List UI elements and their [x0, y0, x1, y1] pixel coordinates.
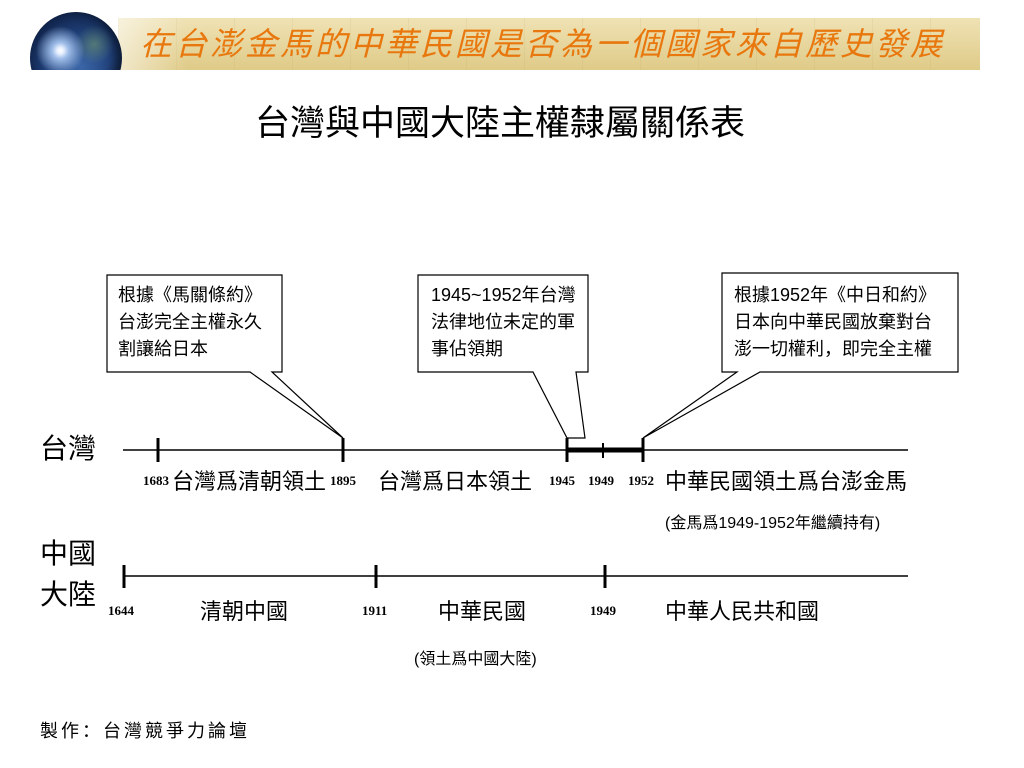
year-label-1895: 1895 [330, 473, 356, 488]
year-label-1683: 1683 [143, 473, 169, 488]
callout-line: 法律地位未定的軍 [431, 312, 575, 332]
callout-shimonoseki: 根據《馬關條約》 台澎完全主權永久 割讓給日本 [118, 282, 262, 363]
banner-title: 在台澎金馬的中華民國是否為一個國家來自歷史發展 [140, 26, 946, 62]
period-label-roc-taiwan: 中華民國領土爲台澎金馬 [665, 469, 908, 494]
header-banner: 在台澎金馬的中華民國是否為一個國家來自歷史發展 [118, 18, 980, 70]
period-label-japan-taiwan: 台灣爲日本領土 [378, 469, 533, 494]
callout-line: 台澎完全主權永久 [118, 312, 262, 332]
callout-occupation: 1945~1952年台灣 法律地位未定的軍 事佔領期 [431, 282, 576, 363]
callout-line: 根據1952年《中日和約》 [734, 285, 937, 305]
year-label-1945: 1945 [549, 473, 575, 488]
callout-box-occupation [417, 274, 589, 439]
year-label-1949-china: 1949 [590, 603, 616, 618]
slide-title: 台灣與中國大陸主權隸屬關係表 [254, 104, 745, 143]
callout-line: 根據《馬關條約》 [118, 285, 262, 305]
china-row-label-line-2: 大陸 [40, 579, 97, 610]
callout-line: 1945~1952年台灣 [431, 285, 576, 305]
globe-icon [30, 12, 122, 70]
china-row-label-line-1: 中國 [40, 538, 97, 569]
period-label-roc-china: 中華民國 [438, 599, 527, 624]
callout-box-shimonoseki [106, 274, 344, 439]
callout-box-treaty-of-taipei [642, 272, 959, 439]
globe-logo [30, 12, 124, 70]
callout-line: 澎一切權利，即完全主權 [734, 339, 932, 359]
year-label-1949: 1949 [588, 473, 614, 488]
period-label-prc: 中華人民共和國 [665, 599, 820, 624]
callout-treaty-of-taipei: 根據1952年《中日和約》 日本向中華民國放棄對台 澎一切權利，即完全主權 [734, 282, 936, 363]
taiwan-timeline-note: (金馬爲1949-1952年繼續持有) [665, 515, 881, 532]
year-label-1952: 1952 [628, 473, 654, 488]
china-timeline-note: (領土爲中國大陸) [414, 651, 537, 668]
callout-line: 事佔領期 [431, 339, 503, 359]
credit-footer: 製作：台灣競爭力論壇 [40, 721, 250, 741]
period-label-qing-taiwan: 台灣爲清朝領土 [172, 469, 327, 494]
year-label-1644: 1644 [108, 603, 134, 618]
period-label-qing-china: 清朝中國 [200, 599, 289, 624]
year-label-1911: 1911 [362, 603, 388, 618]
callout-line: 割讓給日本 [118, 339, 208, 359]
taiwan-row-label: 台灣 [40, 433, 97, 464]
callout-line: 日本向中華民國放棄對台 [734, 312, 932, 332]
